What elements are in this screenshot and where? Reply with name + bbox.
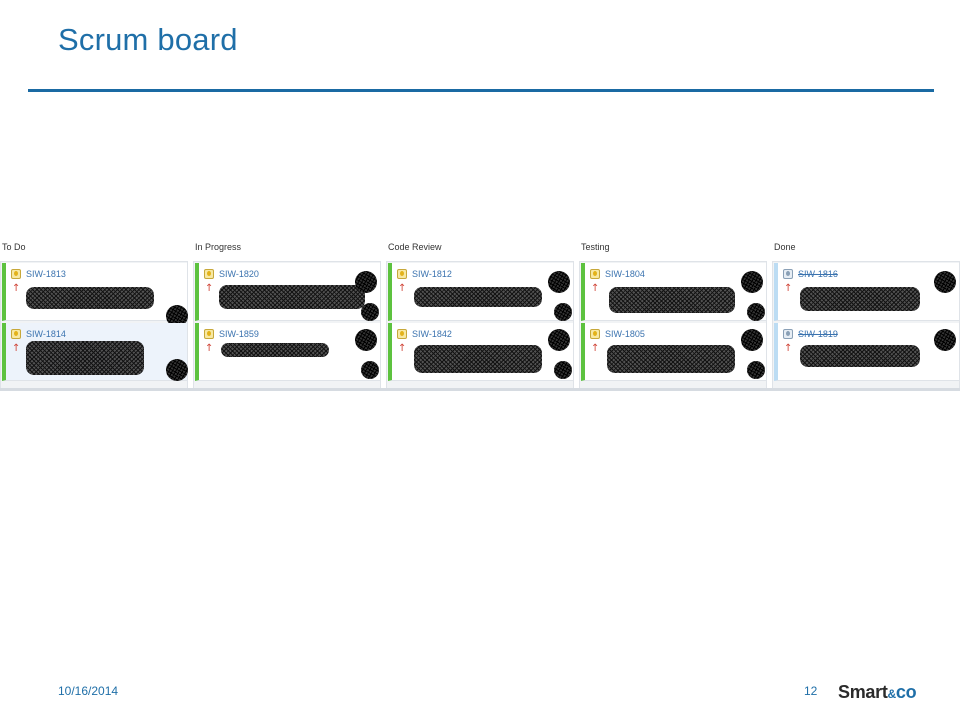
lightbulb-icon [397,269,407,279]
redacted-summary [414,287,542,307]
priority-arrow-icon: ↑ [205,343,214,354]
board-column-in-progress: In Progress SIW-1820 ↑ SIW-1859 ↑ [193,237,381,390]
redacted-summary [219,285,365,309]
issue-key-link[interactable]: SIW-1813 [26,269,66,279]
redacted-summary [607,345,735,373]
avatar [361,303,379,321]
priority-arrow-icon: ↑ [12,343,21,354]
logo-main: Smart [838,682,888,702]
avatar [548,271,570,293]
board-scrollbar[interactable] [0,388,960,391]
issue-card[interactable]: SIW-1812 ↑ [388,263,573,321]
footer-date: 10/16/2014 [58,684,119,698]
priority-arrow-icon: ↑ [784,343,793,354]
redacted-summary [26,287,154,309]
issue-card[interactable]: SIW-1842 ↑ [388,323,573,381]
column-header: To Do [2,242,26,252]
avatar [554,303,572,321]
priority-arrow-icon: ↑ [591,283,600,294]
page-number: 12 [804,684,818,698]
issue-card[interactable]: SIW-1859 ↑ [195,323,380,381]
column-header: Code Review [388,242,442,252]
avatar [355,329,377,351]
board-column-testing: Testing SIW-1804 ↑ SIW-1805 ↑ [579,237,767,390]
smartco-logo: Smart&co [838,682,917,703]
avatar [747,303,765,321]
avatar [934,329,956,351]
issue-card[interactable]: SIW-1813 ↑ [2,263,188,327]
column-body: SIW-1804 ↑ SIW-1805 ↑ [579,261,767,389]
avatar [166,359,188,381]
lightbulb-icon [11,329,21,339]
issue-key-link[interactable]: SIW-1814 [26,329,66,339]
lightbulb-icon [11,269,21,279]
lightbulb-icon [204,329,214,339]
issue-key-link[interactable]: SIW-1804 [605,269,645,279]
priority-arrow-icon: ↑ [398,283,407,294]
redacted-summary [414,345,542,373]
avatar [355,271,377,293]
avatar [166,305,188,327]
issue-key-link[interactable]: SIW-1816 [798,269,838,279]
avatar [741,329,763,351]
board-column-code-review: Code Review SIW-1812 ↑ SIW-1842 ↑ [386,237,574,390]
issue-card[interactable]: SIW-1820 ↑ [195,263,380,321]
lightbulb-icon [590,329,600,339]
avatar [741,271,763,293]
issue-key-link[interactable]: SIW-1820 [219,269,259,279]
issue-key-link[interactable]: SIW-1842 [412,329,452,339]
lightbulb-icon [204,269,214,279]
avatar [548,329,570,351]
priority-arrow-icon: ↑ [12,283,21,294]
avatar [747,361,765,379]
issue-card[interactable]: SIW-1814 ↑ [2,323,188,381]
board-column-done: Done SIW-1816 ↑ SIW-1819 ↑ [772,237,960,390]
check-icon [783,269,793,279]
priority-arrow-icon: ↑ [591,343,600,354]
issue-key-link[interactable]: SIW-1819 [798,329,838,339]
check-icon [783,329,793,339]
redacted-summary [800,287,920,311]
priority-arrow-icon: ↑ [398,343,407,354]
scrum-board-screenshot: To Do SIW-1813 ↑ SIW-1814 ↑ In Progress [0,237,960,391]
column-header: Done [774,242,796,252]
column-body: SIW-1820 ↑ SIW-1859 ↑ [193,261,381,389]
column-header: Testing [581,242,610,252]
slide-title: Scrum board [58,22,238,57]
avatar [934,271,956,293]
priority-arrow-icon: ↑ [205,283,214,294]
lightbulb-icon [397,329,407,339]
column-body: SIW-1812 ↑ SIW-1842 ↑ [386,261,574,389]
issue-key-link[interactable]: SIW-1859 [219,329,259,339]
board-column-todo: To Do SIW-1813 ↑ SIW-1814 ↑ [0,237,188,390]
avatar [361,361,379,379]
issue-card[interactable]: SIW-1804 ↑ [581,263,766,321]
column-body: SIW-1816 ↑ SIW-1819 ↑ [772,261,960,389]
issue-card[interactable]: SIW-1816 ↑ [774,263,959,321]
logo-amp: & [887,687,897,701]
issue-key-link[interactable]: SIW-1812 [412,269,452,279]
avatar [554,361,572,379]
issue-card[interactable]: SIW-1805 ↑ [581,323,766,381]
redacted-summary [26,341,144,375]
logo-suffix: co [895,682,917,702]
lightbulb-icon [590,269,600,279]
title-divider [28,89,934,92]
redacted-summary [800,345,920,367]
column-header: In Progress [195,242,242,252]
priority-arrow-icon: ↑ [784,283,793,294]
column-body: SIW-1813 ↑ SIW-1814 ↑ [0,261,188,389]
redacted-summary [221,343,329,357]
redacted-summary [609,287,735,313]
issue-key-link[interactable]: SIW-1805 [605,329,645,339]
issue-card[interactable]: SIW-1819 ↑ [774,323,959,381]
